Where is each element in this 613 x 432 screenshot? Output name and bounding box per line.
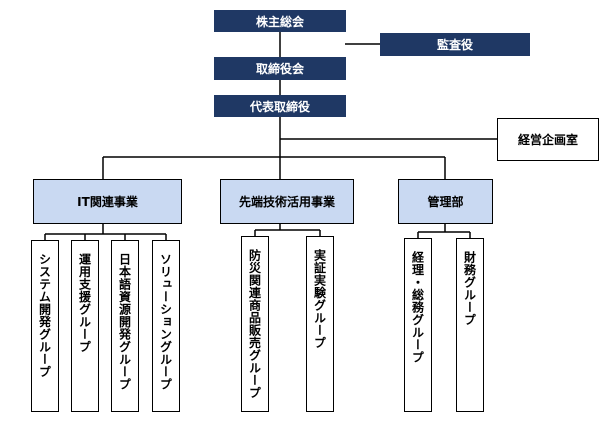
group-operations-support: 運用支援グループ (71, 240, 99, 412)
group-finance-label: 財務グループ (462, 251, 477, 326)
group-solutions-label: ソリューショングループ (158, 253, 173, 391)
division-advanced-tech: 先端技術活用事業 (220, 179, 354, 224)
board-of-directors-box: 取締役会 (214, 57, 346, 80)
group-operations-support-label: 運用支援グループ (77, 253, 92, 353)
division-advanced-tech-label: 先端技術活用事業 (238, 195, 335, 209)
division-it-label: IT関連事業 (77, 195, 138, 209)
group-system-dev-label: システム開発グループ (37, 253, 52, 378)
group-japanese-resources-label: 日本語資源開発グループ (117, 253, 132, 391)
group-solutions: ソリューショングループ (152, 240, 180, 412)
division-it: IT関連事業 (33, 179, 182, 224)
group-demonstration-label: 実証実験グループ (312, 249, 327, 349)
corporate-planning-box: 経営企画室 (497, 118, 599, 161)
representative-director-box: 代表取締役 (214, 95, 346, 117)
board-of-directors-label: 取締役会 (255, 62, 304, 76)
auditor-label: 監査役 (436, 38, 473, 52)
shareholders-meeting-box: 株主総会 (214, 10, 346, 32)
group-disaster-products-label: 防災関連商品販売グループ (247, 249, 262, 399)
auditor-box: 監査役 (380, 33, 530, 56)
division-admin: 管理部 (398, 179, 493, 224)
corporate-planning-label: 経営企画室 (517, 133, 578, 147)
group-japanese-resources: 日本語資源開発グループ (111, 240, 139, 412)
group-accounting-general-label: 経理・総務グループ (410, 251, 425, 364)
representative-director-label: 代表取締役 (249, 99, 310, 114)
group-disaster-products: 防災関連商品販売グループ (241, 236, 269, 412)
group-finance: 財務グループ (456, 238, 484, 412)
group-system-dev: システム開発グループ (31, 240, 59, 412)
group-demonstration: 実証実験グループ (306, 236, 334, 412)
group-accounting-general: 経理・総務グループ (404, 238, 432, 412)
division-admin-label: 管理部 (427, 195, 464, 209)
shareholders-meeting-label: 株主総会 (255, 14, 304, 29)
